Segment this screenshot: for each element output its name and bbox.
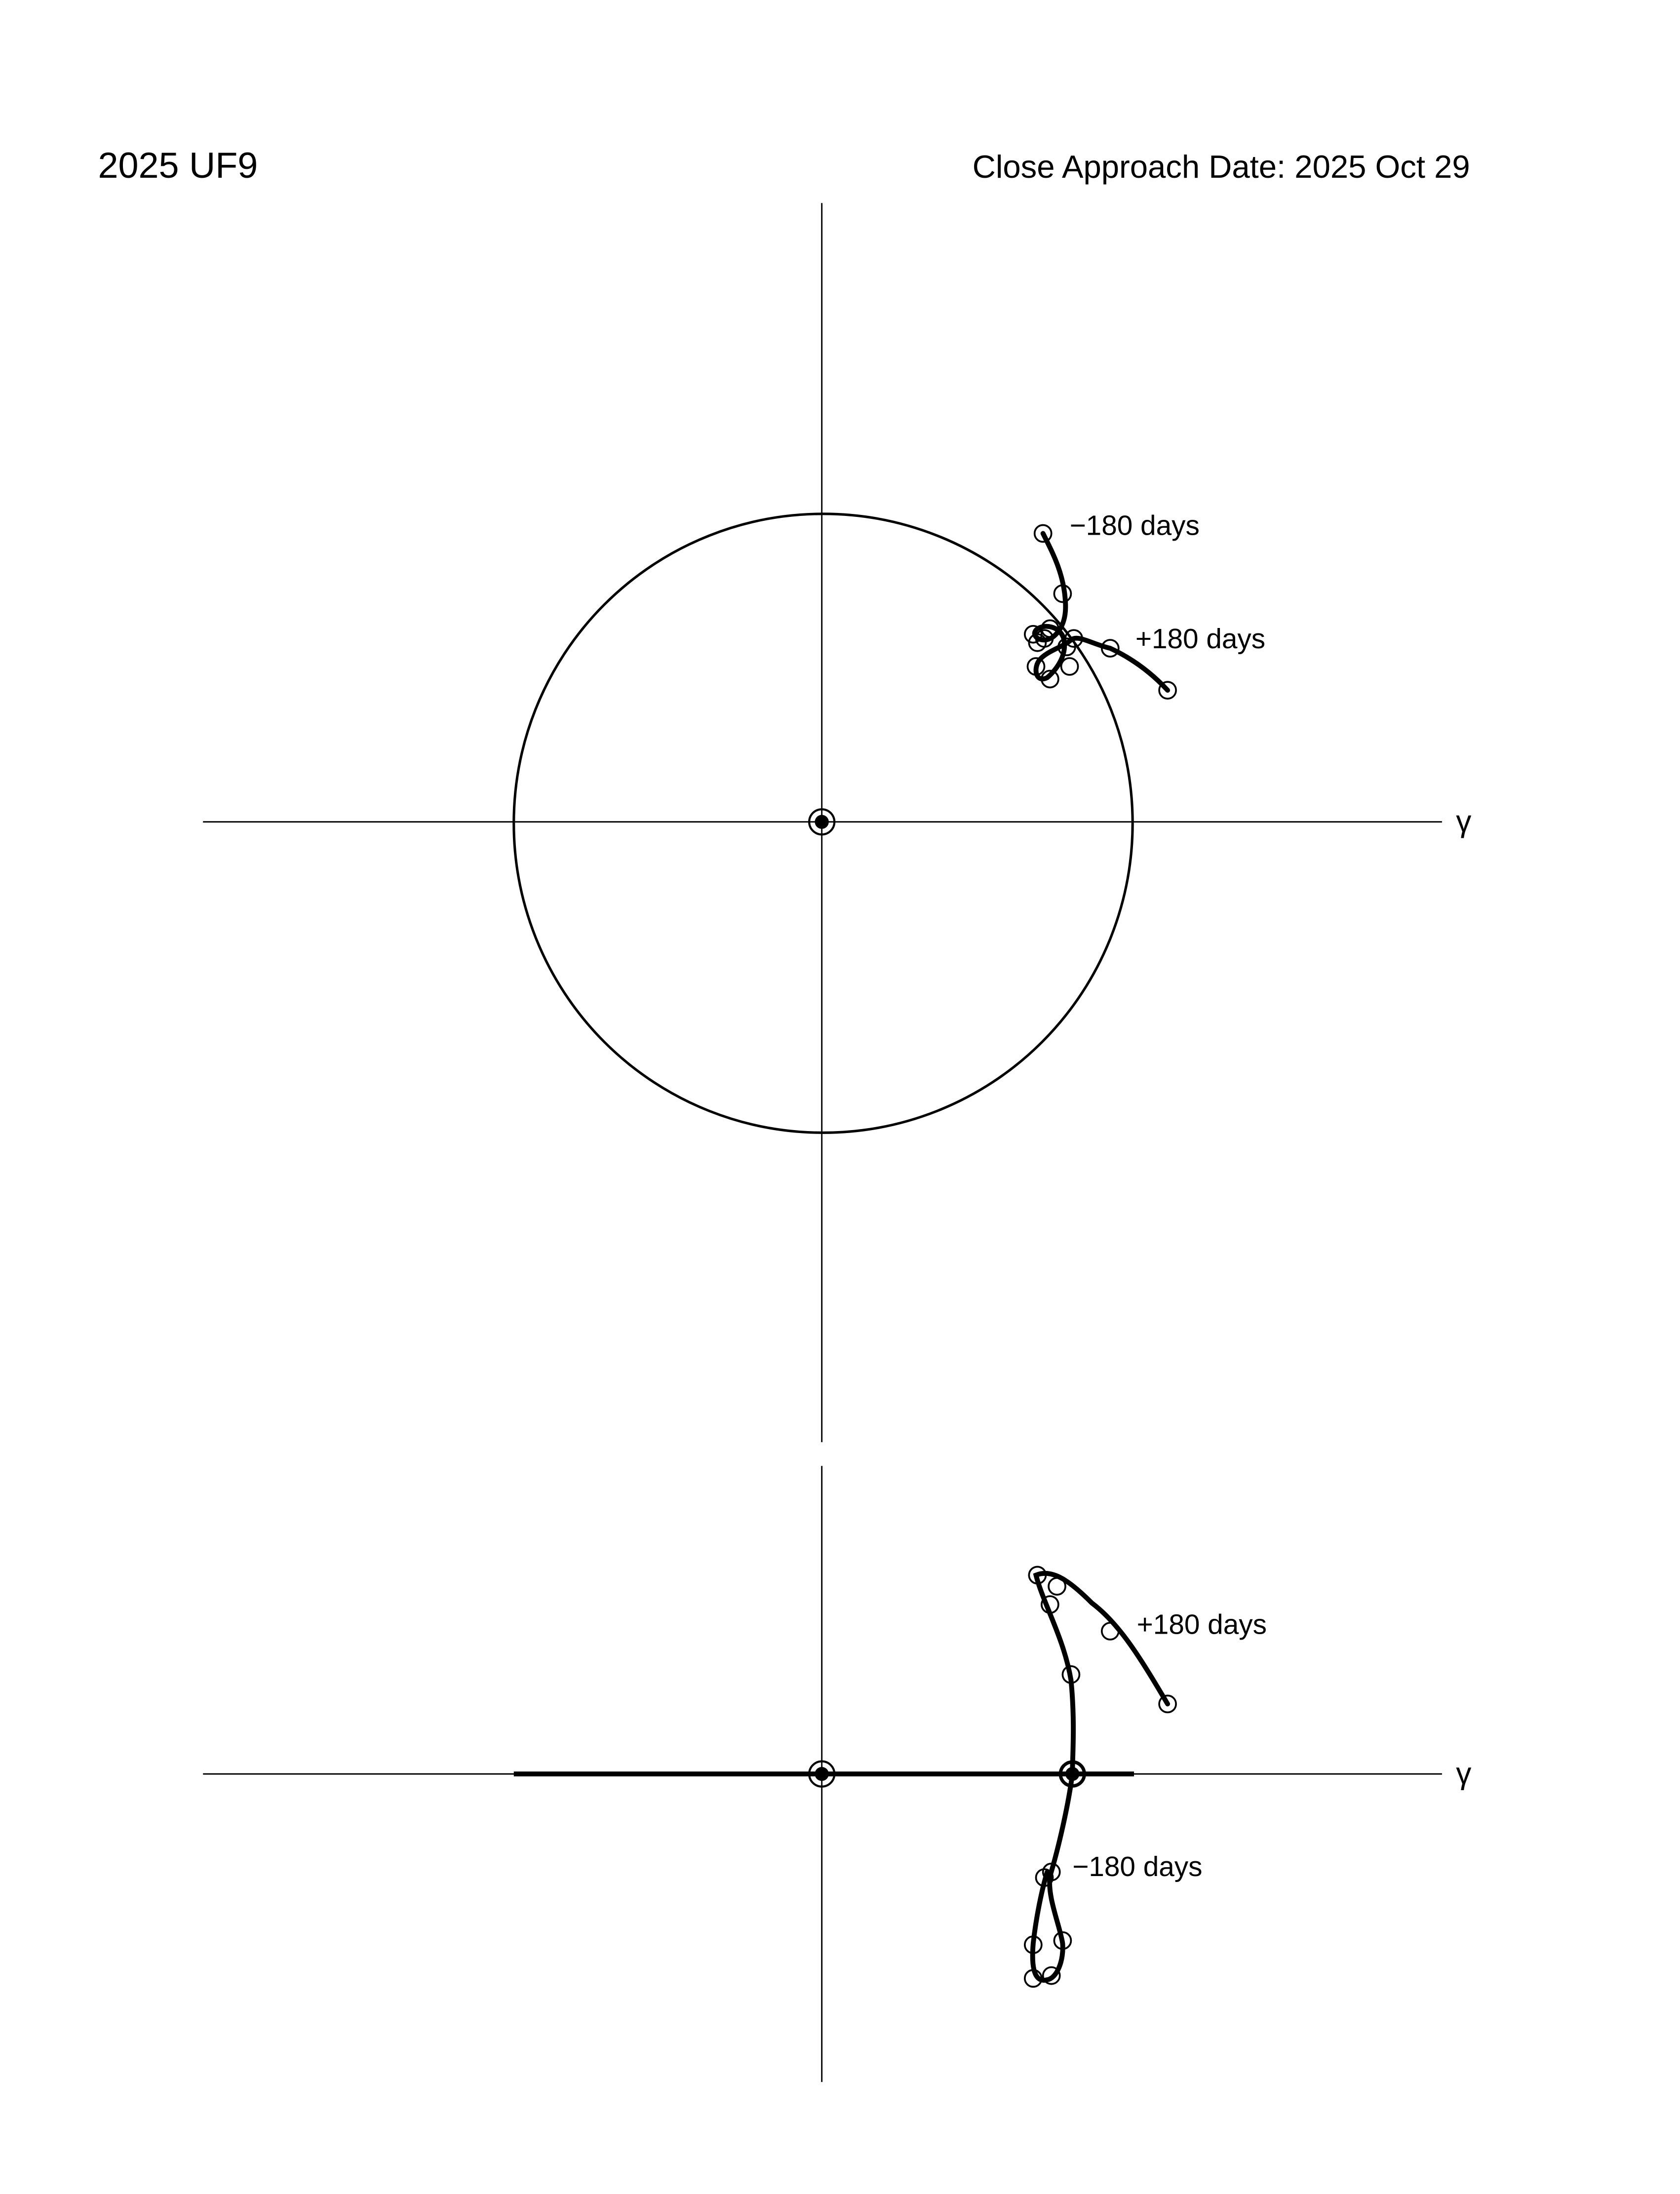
- top-trajectory-markers: [1023, 524, 1177, 700]
- side-trajectory: [1030, 1570, 1171, 1983]
- side-label-plus-180: +180 days: [1137, 1609, 1267, 1641]
- sun-icon: [808, 1760, 836, 1788]
- top-label-minus-180: −180 days: [1070, 510, 1200, 541]
- sun-icon: [808, 808, 836, 836]
- top-trajectory: [1032, 531, 1171, 693]
- top-label-plus-180: +180 days: [1135, 624, 1265, 655]
- side-trajectory-markers: [1023, 1566, 1177, 1988]
- top-gamma-label: γ: [1456, 805, 1471, 839]
- side-label-minus-180: −180 days: [1072, 1851, 1202, 1882]
- side-view-plot: γ +180 days −180 days: [203, 1466, 1471, 2082]
- earth-orbit-circle: [512, 512, 1134, 1134]
- side-gamma-label: γ: [1456, 1757, 1471, 1791]
- close-approach-date: Close Approach Date: 2025 Oct 29: [973, 149, 1470, 185]
- top-view-plot: γ −180 days +180 days: [203, 203, 1471, 1443]
- object-name: 2025 UF9: [98, 145, 258, 186]
